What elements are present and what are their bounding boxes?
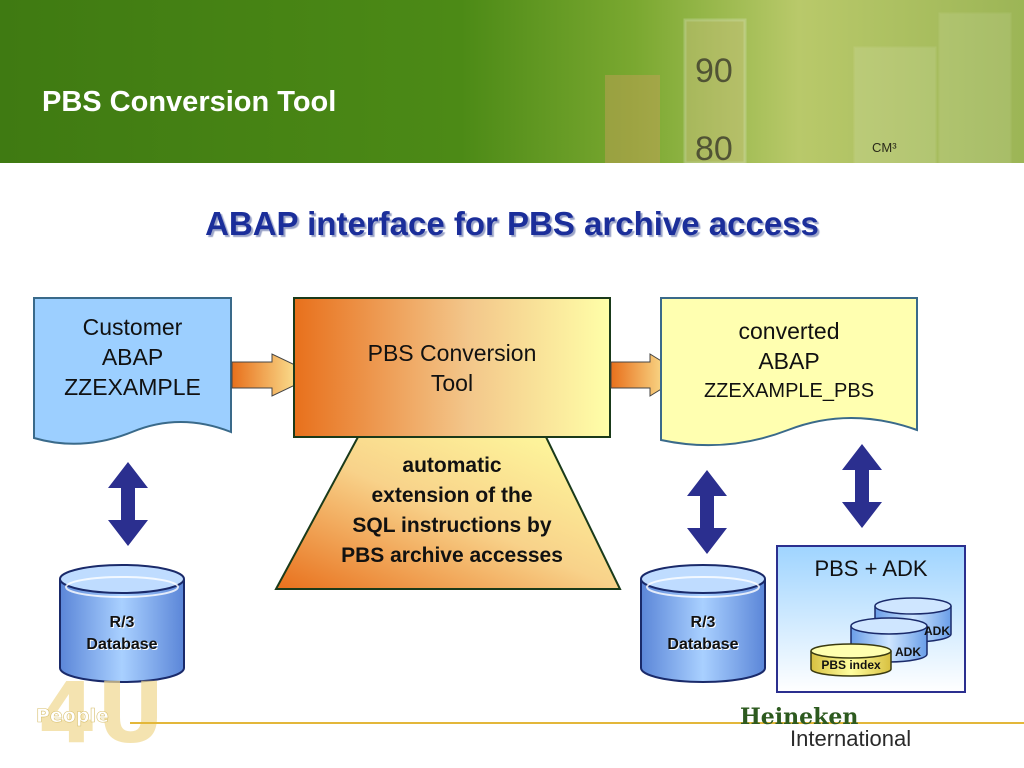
pbs-adk-title: PBS + ADK [814, 556, 928, 581]
footer-divider [130, 722, 1024, 724]
deco-number-80: 80 [695, 130, 733, 163]
lab-glassware-decoration: 90 80 CM³ [605, 12, 1012, 163]
brand-international: International [790, 726, 912, 751]
people-4u-logo: 4U People [30, 660, 165, 762]
conversion-tool-label: PBS Conversion Tool [367, 340, 537, 396]
header-title: PBS Conversion Tool [42, 86, 337, 118]
sql-extension-label: automatic extension of the SQL instructi… [341, 454, 563, 567]
double-arrow-left [108, 462, 148, 546]
svg-text:People: People [36, 705, 109, 727]
conversion-tool-box [293, 297, 611, 438]
r3-database-right [640, 564, 766, 683]
converted-abap-document [660, 297, 918, 447]
db-right-label: R/3 Database [667, 614, 739, 653]
adk-label-front: ADK [895, 645, 921, 659]
converted-abap-label: converted ABAP ZZEXAMPLE_PBS [703, 318, 875, 402]
svg-text:4U: 4U [38, 664, 160, 750]
double-arrow-middle [687, 470, 727, 554]
pbs-index-cylinder [810, 643, 892, 677]
pbs-index-label: PBS index [821, 658, 881, 672]
customer-abap-document [33, 297, 232, 445]
header-banner: 90 80 CM³ PBS Conversion Tool [0, 0, 1024, 163]
sql-extension-shape [274, 436, 622, 590]
slide-subtitle: ABAP interface for PBS archive access [205, 205, 819, 242]
brand-heineken: Heineken [740, 704, 859, 730]
deco-unit: CM³ [872, 140, 897, 155]
r3-database-left [59, 564, 185, 683]
double-arrow-right [842, 444, 882, 528]
customer-abap-label: Customer ABAP ZZEXAMPLE [64, 314, 201, 400]
deco-number-90: 90 [695, 52, 733, 90]
db-left-label: R/3 Database [86, 614, 158, 653]
logo-graphic: 4U People [36, 664, 165, 762]
adk-label-back: ADK [924, 624, 950, 638]
